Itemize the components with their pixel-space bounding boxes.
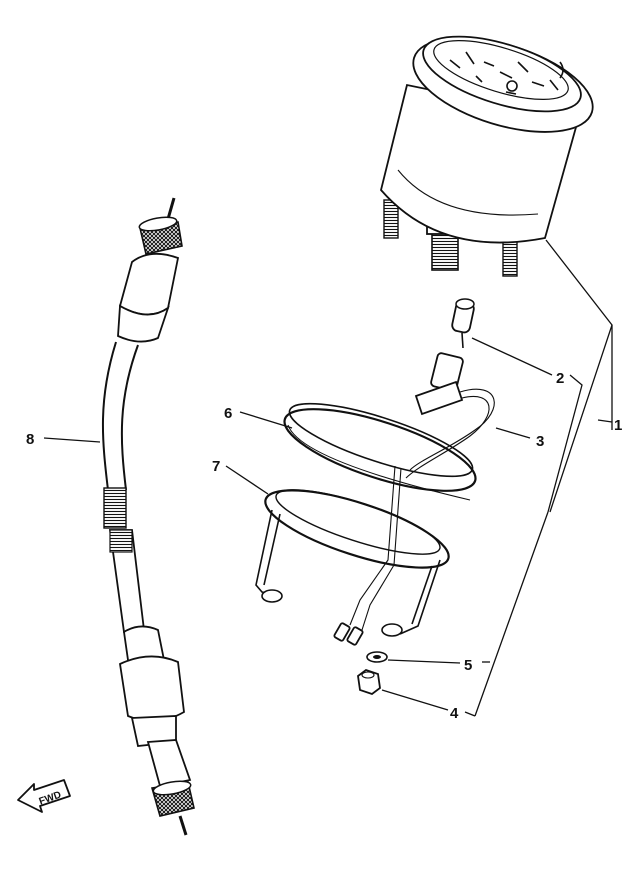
bulb bbox=[451, 298, 475, 349]
callout-1: 1 bbox=[614, 417, 622, 434]
forward-direction-arrow: FWD bbox=[17, 779, 71, 813]
washer bbox=[366, 651, 388, 663]
callout-5: 5 bbox=[464, 657, 472, 674]
callout-3: 3 bbox=[536, 433, 544, 450]
callout-7: 7 bbox=[212, 458, 220, 475]
mounting-bracket bbox=[255, 489, 450, 637]
speedometer-assembly bbox=[380, 35, 594, 277]
speedometer-cable bbox=[101, 197, 195, 836]
callout-8: 8 bbox=[26, 431, 34, 448]
nut bbox=[357, 668, 381, 696]
callout-4: 4 bbox=[450, 705, 459, 722]
mounting-stud-right bbox=[502, 237, 518, 277]
bulb-socket-cord bbox=[333, 352, 495, 646]
callout-6: 6 bbox=[224, 405, 232, 422]
cover-ring bbox=[283, 402, 477, 501]
leader-lines bbox=[43, 239, 613, 717]
callout-2: 2 bbox=[556, 370, 564, 387]
